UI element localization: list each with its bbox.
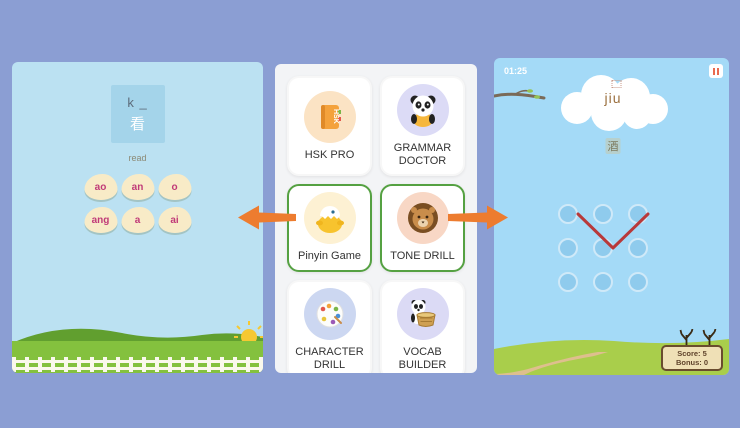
pinyin-option-ao[interactable]: ao bbox=[84, 174, 117, 200]
prompt-character: 看 bbox=[129, 115, 145, 133]
game-menu-panel: HSK HSK PRO GRAMMAR DOCTOR bbox=[275, 64, 477, 373]
tone-dot[interactable] bbox=[628, 272, 648, 292]
menu-card-vocab-builder[interactable]: VOCAB BUILDER bbox=[380, 279, 465, 373]
menu-label: Pinyin Game bbox=[298, 250, 361, 263]
score-sign: Score: 5 Bonus: 0 bbox=[661, 345, 723, 371]
tone-dot[interactable] bbox=[593, 204, 613, 224]
menu-label: CHARACTER DRILL bbox=[295, 345, 364, 371]
arrow-left-icon bbox=[238, 205, 296, 230]
menu-card-hsk-pro[interactable]: HSK HSK PRO bbox=[287, 76, 372, 177]
menu-card-pinyin-game[interactable]: Pinyin Game bbox=[287, 184, 372, 272]
tone-drill-panel: 01:25 jiu 酒 bbox=[494, 58, 729, 375]
pinyin-option-an[interactable]: an bbox=[121, 174, 154, 200]
tone-dot[interactable] bbox=[558, 204, 578, 224]
menu-card-character-drill[interactable]: CHARACTER DRILL bbox=[287, 279, 372, 373]
pinyin-option-a[interactable]: a bbox=[121, 207, 154, 233]
chinese-character: 酒 bbox=[605, 138, 621, 154]
score-value: Score: 5 bbox=[677, 348, 707, 358]
antlers-icon bbox=[679, 329, 717, 347]
pinyin-game-panel: k _ 看 read ao an o ang a ai bbox=[12, 62, 263, 373]
tone-dot[interactable] bbox=[558, 272, 578, 292]
arrow-right-icon bbox=[448, 205, 508, 230]
menu-label: GRAMMAR DOCTOR bbox=[393, 142, 452, 168]
pinyin-word: jiu bbox=[604, 80, 621, 106]
menu-label: TONE DRILL bbox=[390, 250, 455, 263]
menu-card-grammar-doctor[interactable]: GRAMMAR DOCTOR bbox=[380, 76, 465, 177]
pinyin-option-ai[interactable]: ai bbox=[158, 207, 191, 233]
prompt-initial: k _ bbox=[127, 94, 148, 110]
picket-fence bbox=[12, 357, 263, 372]
timer: 01:25 bbox=[504, 66, 528, 76]
lion-icon bbox=[396, 192, 449, 245]
menu-label: VOCAB BUILDER bbox=[398, 345, 447, 371]
menu-card-tone-drill[interactable]: TONE DRILL bbox=[380, 184, 465, 272]
pinyin-option-ang[interactable]: ang bbox=[84, 207, 117, 233]
tone-dot-grid bbox=[558, 204, 648, 292]
tree-branch-icon bbox=[494, 89, 546, 100]
svg-text:HSK: HSK bbox=[332, 109, 339, 124]
pinyin-option-o[interactable]: o bbox=[158, 174, 191, 200]
pinyin-options-grid: ao an o ang a ai bbox=[84, 174, 191, 233]
tone-dot[interactable] bbox=[558, 238, 578, 258]
palette-icon bbox=[303, 287, 356, 340]
read-instruction: read bbox=[128, 153, 147, 163]
pinyin-prompt-card: k _ 看 bbox=[110, 85, 165, 143]
pause-icon bbox=[713, 67, 715, 75]
tone-dot[interactable] bbox=[628, 238, 648, 258]
panda-basket-icon bbox=[396, 287, 449, 340]
hsk-book-icon: HSK bbox=[303, 90, 356, 143]
panda-doctor-icon bbox=[396, 84, 449, 136]
menu-label: HSK PRO bbox=[304, 148, 355, 161]
tone-mark-placeholder bbox=[610, 80, 621, 88]
bonus-value: Bonus: 0 bbox=[675, 358, 709, 367]
pause-button[interactable] bbox=[709, 64, 723, 78]
tone-dot[interactable] bbox=[593, 238, 613, 258]
tone-dot[interactable] bbox=[593, 272, 613, 292]
tone-dot[interactable] bbox=[628, 204, 648, 224]
hatching-chick-icon bbox=[303, 192, 356, 245]
